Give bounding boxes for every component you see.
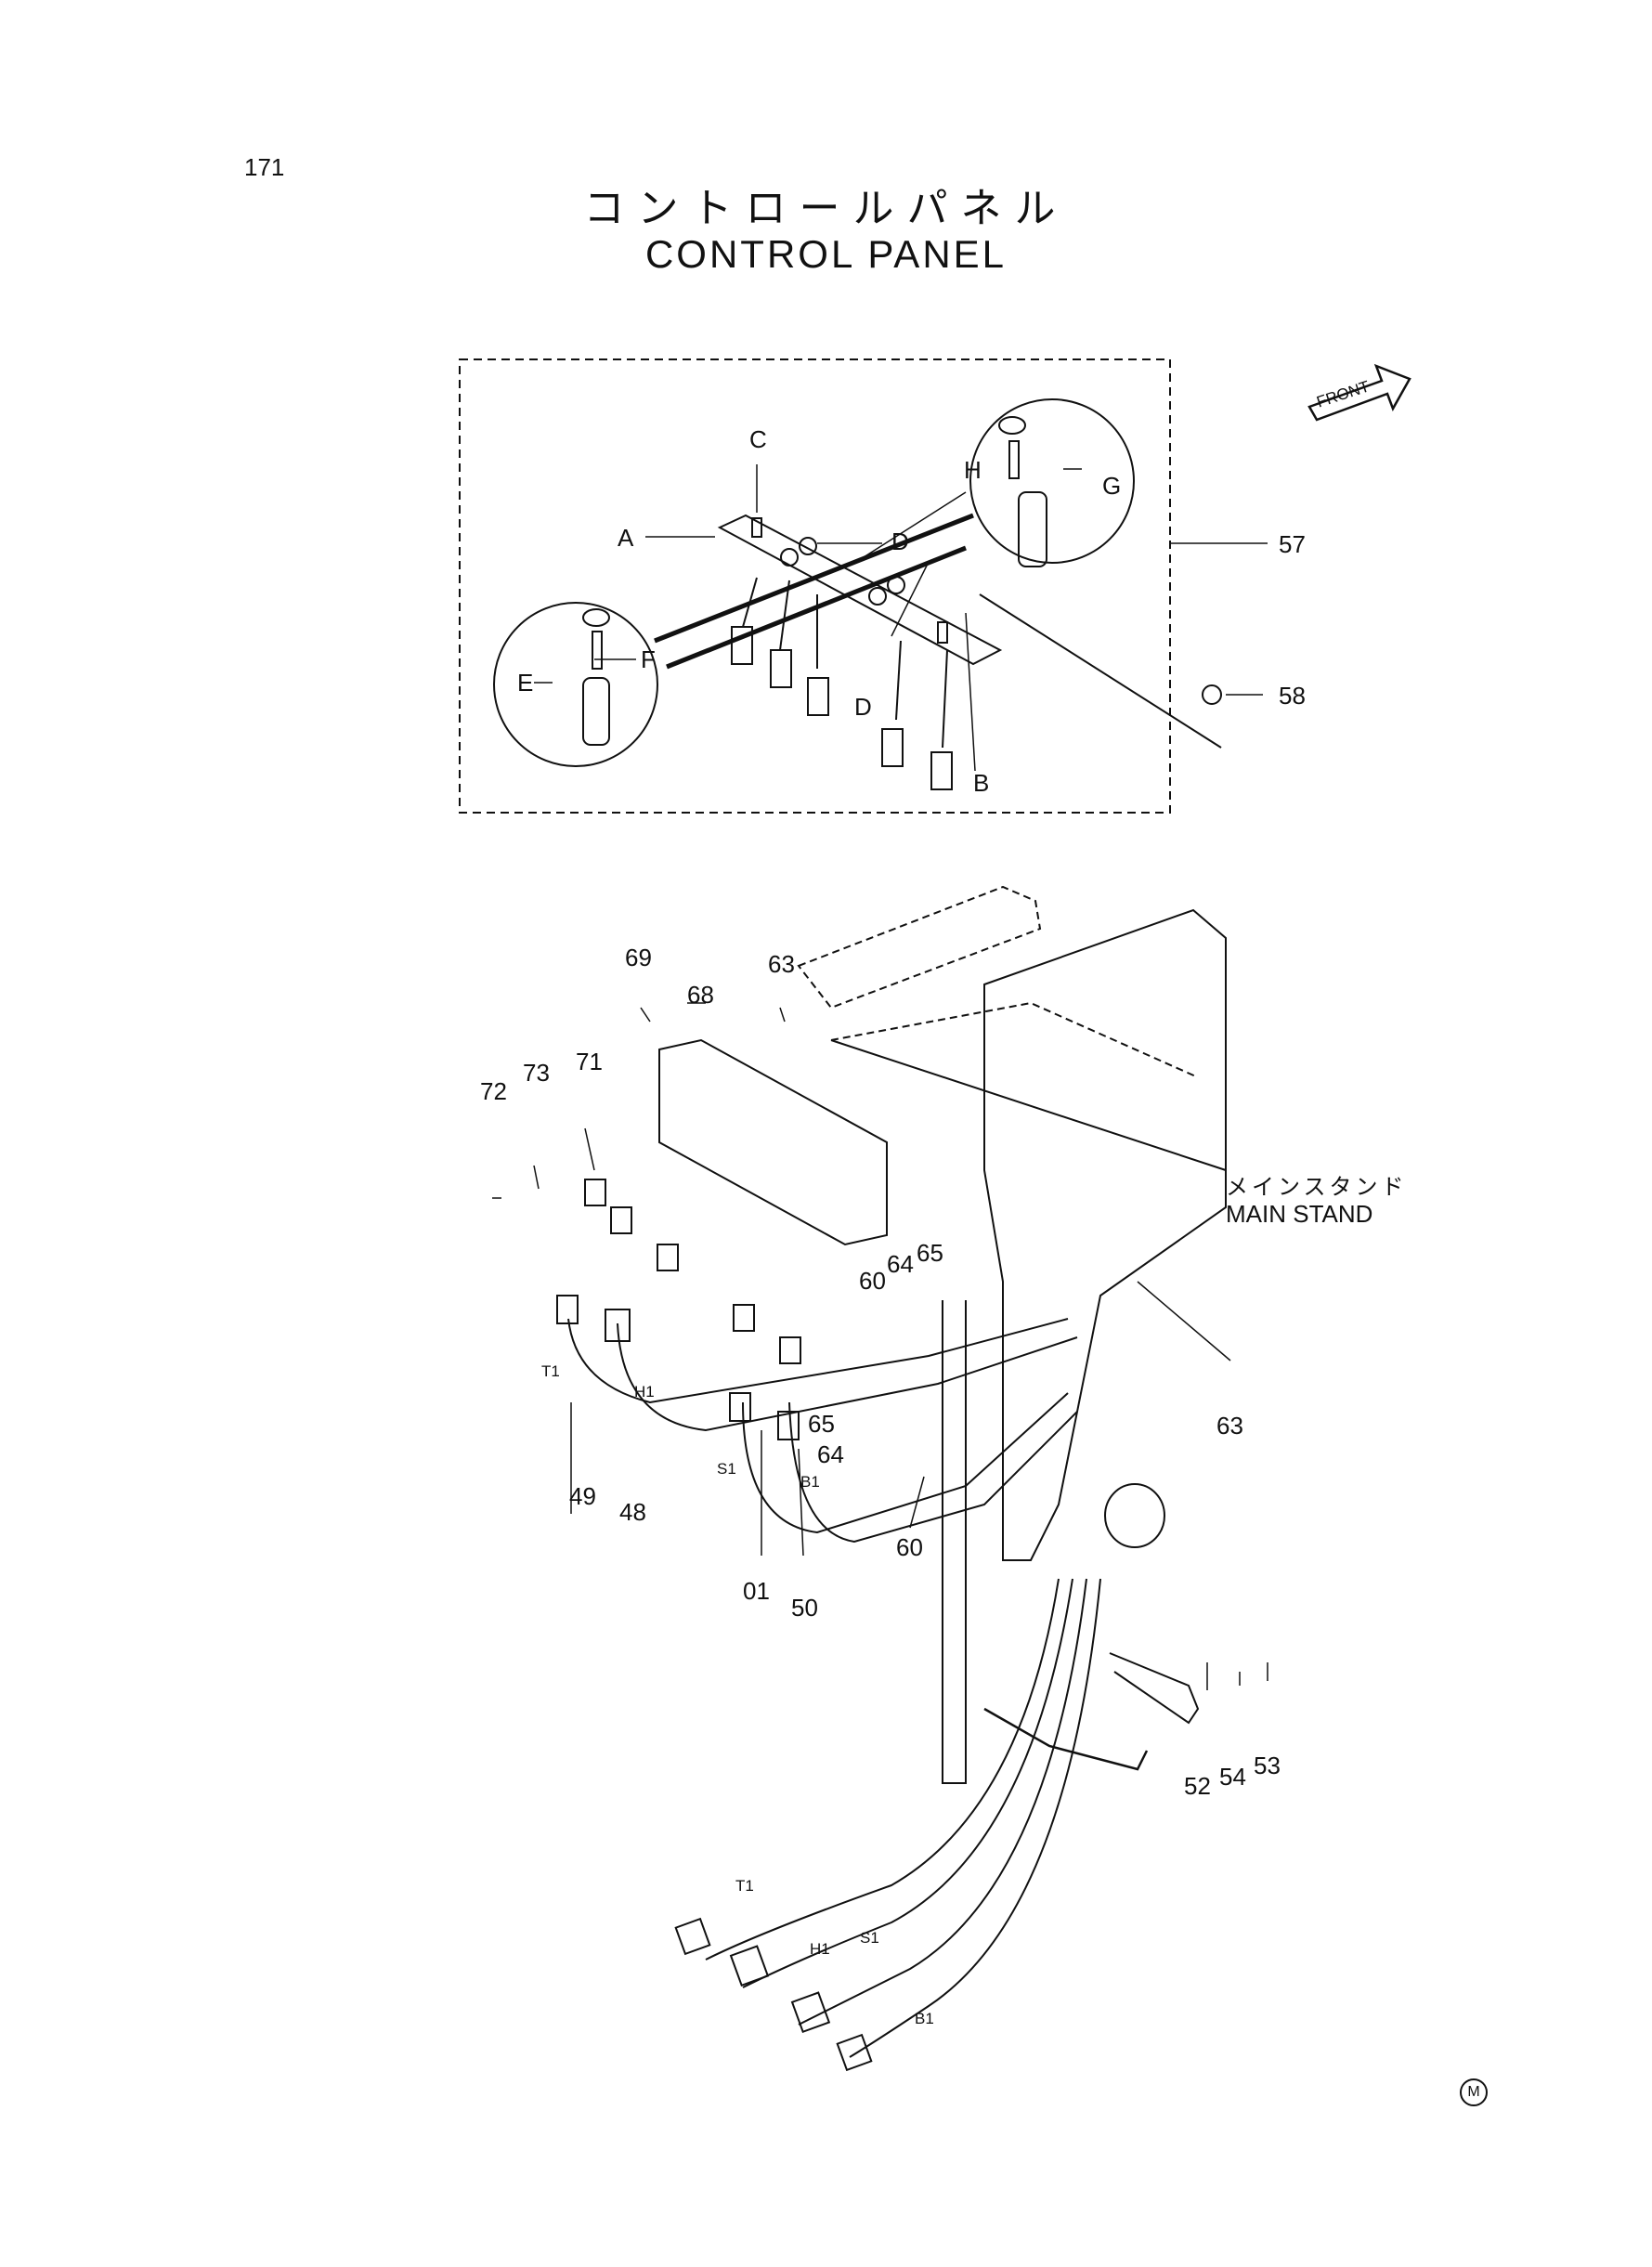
clamp-52 xyxy=(983,1707,1149,1771)
wire-tag-h1-upper: H1 xyxy=(634,1383,655,1401)
callout-f: F xyxy=(641,645,656,673)
switch-wires xyxy=(731,577,953,790)
callout-53: 53 xyxy=(1254,1752,1281,1779)
callout-e: E xyxy=(517,669,534,697)
wire-tag-h1-lower: H1 xyxy=(810,1940,830,1958)
callout-63-lower: 63 xyxy=(1216,1412,1243,1440)
wire-tag-b1-upper: B1 xyxy=(800,1473,820,1491)
callout-64-upper: 64 xyxy=(887,1250,914,1278)
detail-g-parts xyxy=(998,416,1047,567)
callout-52: 52 xyxy=(1184,1772,1211,1800)
callout-57: 57 xyxy=(1279,530,1306,558)
callout-01: 01 xyxy=(743,1577,770,1605)
detail-circle-e xyxy=(493,602,658,767)
callout-73: 73 xyxy=(523,1059,550,1087)
main-stand-label-en: MAIN STAND xyxy=(1226,1200,1373,1228)
callout-58: 58 xyxy=(1279,682,1306,710)
detail-circle-g xyxy=(969,398,1135,564)
title-japanese: コントロールパネル xyxy=(583,185,1069,232)
control-panel-plate xyxy=(717,514,1003,666)
callout-48: 48 xyxy=(619,1498,646,1526)
front-arrow xyxy=(1307,363,1411,422)
callout-65-lower: 65 xyxy=(808,1410,835,1438)
callout-a: A xyxy=(618,524,634,552)
wire-tag-t1-upper: T1 xyxy=(541,1362,560,1380)
callout-68: 68 xyxy=(687,981,714,1009)
callout-72: 72 xyxy=(480,1077,507,1105)
leader-lines xyxy=(492,464,1268,1690)
wire-tag-b1-lower: B1 xyxy=(915,2010,934,2027)
callout-60-upper: 60 xyxy=(859,1267,886,1295)
screw-58-icon xyxy=(1202,684,1222,705)
callout-d-lower: D xyxy=(854,693,872,721)
switch-knobs xyxy=(751,517,948,644)
main-stand-frame xyxy=(797,885,1227,1784)
callout-49: 49 xyxy=(569,1482,596,1510)
callout-63-upper: 63 xyxy=(768,950,795,978)
end-connectors xyxy=(556,1295,873,2072)
callout-64-lower: 64 xyxy=(817,1440,844,1468)
callout-c: C xyxy=(749,425,767,453)
callout-60-lower: 60 xyxy=(896,1533,923,1561)
bracket-68 xyxy=(584,1038,888,1364)
callout-50: 50 xyxy=(791,1594,818,1622)
assembly-dashed-box xyxy=(459,358,1171,814)
detail-leader-bands xyxy=(654,513,974,670)
title-english: CONTROL PANEL xyxy=(644,232,1008,276)
detail-e-parts xyxy=(582,608,610,746)
callout-71: 71 xyxy=(576,1048,603,1075)
callout-g: G xyxy=(1102,472,1122,500)
callout-b: B xyxy=(973,769,990,797)
wire-tag-s1-lower: S1 xyxy=(860,1929,879,1947)
wire-tag-s1-upper: S1 xyxy=(717,1460,736,1478)
main-stand-label-jp: メインスタンド xyxy=(1226,1174,1408,1200)
callout-54: 54 xyxy=(1219,1763,1246,1791)
wire-tag-t1-lower: T1 xyxy=(735,1877,754,1895)
callout-69: 69 xyxy=(625,944,652,971)
callout-h: H xyxy=(964,456,982,484)
m-mark: M xyxy=(1460,2078,1488,2106)
callout-65-upper: 65 xyxy=(917,1239,943,1267)
page-number: 171 xyxy=(244,153,285,181)
wire-harness xyxy=(567,1318,1101,2058)
callout-d-upper: D xyxy=(891,528,909,555)
